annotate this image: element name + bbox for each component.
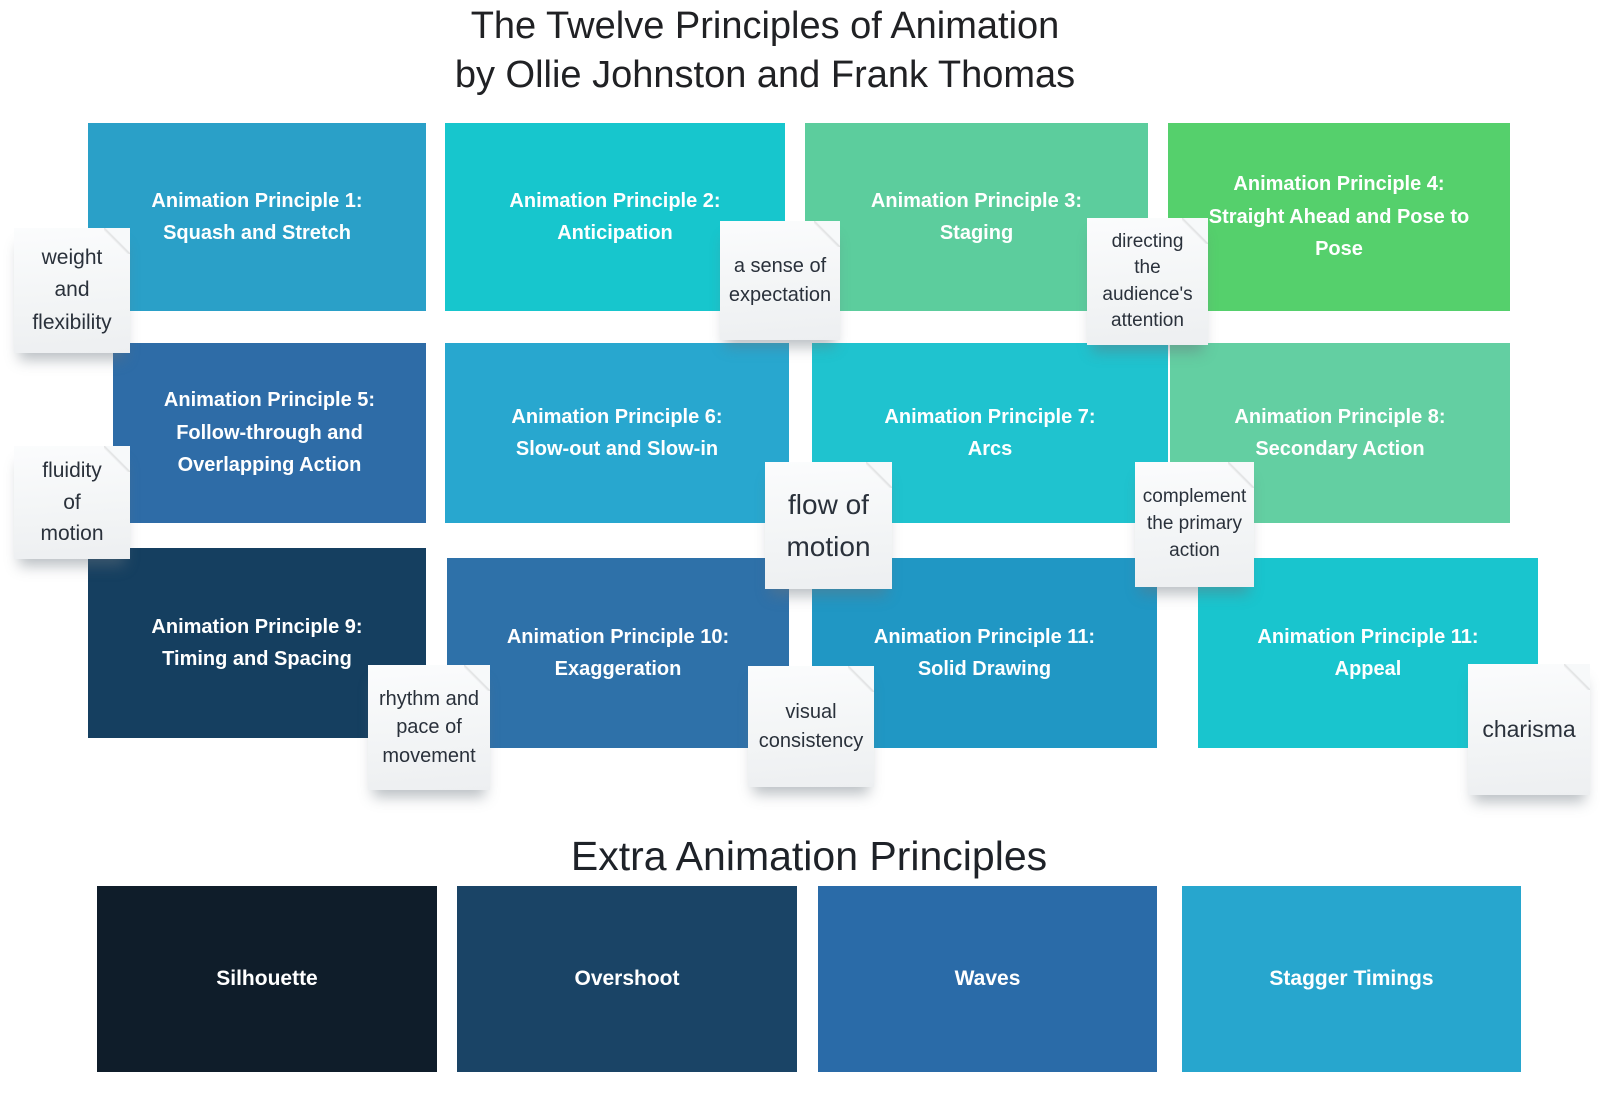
principle-card-label: Animation Principle 10: Exaggeration	[506, 625, 730, 680]
extra-card-overshoot: Overshoot	[457, 886, 797, 1072]
principle-card-8: Animation Principle 8: Secondary Action	[1170, 343, 1510, 523]
principle-card-label: Animation Principle 11: Appeal	[1257, 625, 1479, 680]
extra-card-label: Stagger Timings	[1269, 966, 1434, 990]
sticky-note-flow-of-motion: flow of motion	[765, 462, 892, 589]
extra-card-label: Waves	[954, 966, 1021, 990]
principle-card-label: Animation Principle 4: Straight Ahead an…	[1208, 173, 1470, 261]
principle-card-label: Animation Principle 2: Anticipation	[509, 189, 721, 244]
sticky-note-a-sense-of-expectation: a sense of expectation	[720, 221, 840, 340]
principle-card-4: Animation Principle 4: Straight Ahead an…	[1168, 123, 1510, 311]
page-title: The Twelve Principles of Animation by Ol…	[454, 5, 1076, 96]
extra-card-silhouette: Silhouette	[97, 886, 437, 1072]
extra-card-label: Silhouette	[216, 966, 318, 990]
sticky-note-visual-consistency: visual consistency	[748, 666, 874, 787]
sticky-note-rhythm-and-pace: rhythm and pace of movement	[368, 665, 490, 790]
sticky-note-fluidity-of-motion: fluidity of motion	[14, 446, 130, 559]
principle-card-label: Animation Principle 11: Solid Drawing	[873, 625, 1096, 680]
extra-card-stagger-timings: Stagger Timings	[1182, 886, 1521, 1072]
principle-card-label: Animation Principle 7: Arcs	[884, 405, 1096, 460]
principle-card-label: Animation Principle 6: Slow-out and Slow…	[511, 405, 723, 460]
principle-card-1: Animation Principle 1: Squash and Stretc…	[88, 123, 426, 311]
principle-card-label: Animation Principle 1: Squash and Stretc…	[151, 189, 363, 244]
principle-card-6: Animation Principle 6: Slow-out and Slow…	[445, 343, 789, 523]
extra-section-title: Extra Animation Principles	[570, 833, 1048, 879]
sticky-note-weight-and-flexibility: weight and flexibility	[14, 228, 130, 353]
principle-card-label: Animation Principle 5: Follow-through an…	[163, 389, 376, 477]
principle-card-label: Animation Principle 8: Secondary Action	[1234, 405, 1446, 460]
principle-card-2: Animation Principle 2: Anticipation	[445, 123, 785, 311]
principle-card-label: Animation Principle 3: Staging	[870, 189, 1083, 244]
sticky-note-complement-primary-action: complement the primary action	[1135, 462, 1254, 587]
principle-card-12: Animation Principle 11: Appeal	[1198, 558, 1538, 748]
extra-card-waves: Waves	[818, 886, 1157, 1072]
principle-card-label: Animation Principle 9: Timing and Spacin…	[151, 615, 363, 670]
extra-card-label: Overshoot	[574, 966, 680, 990]
sticky-note-charisma: charisma	[1468, 664, 1590, 795]
principle-card-10: Animation Principle 10: Exaggeration	[447, 558, 789, 748]
sticky-note-directing-attention: directing the audience's attention	[1087, 218, 1208, 345]
principle-card-5: Animation Principle 5: Follow-through an…	[113, 343, 426, 523]
